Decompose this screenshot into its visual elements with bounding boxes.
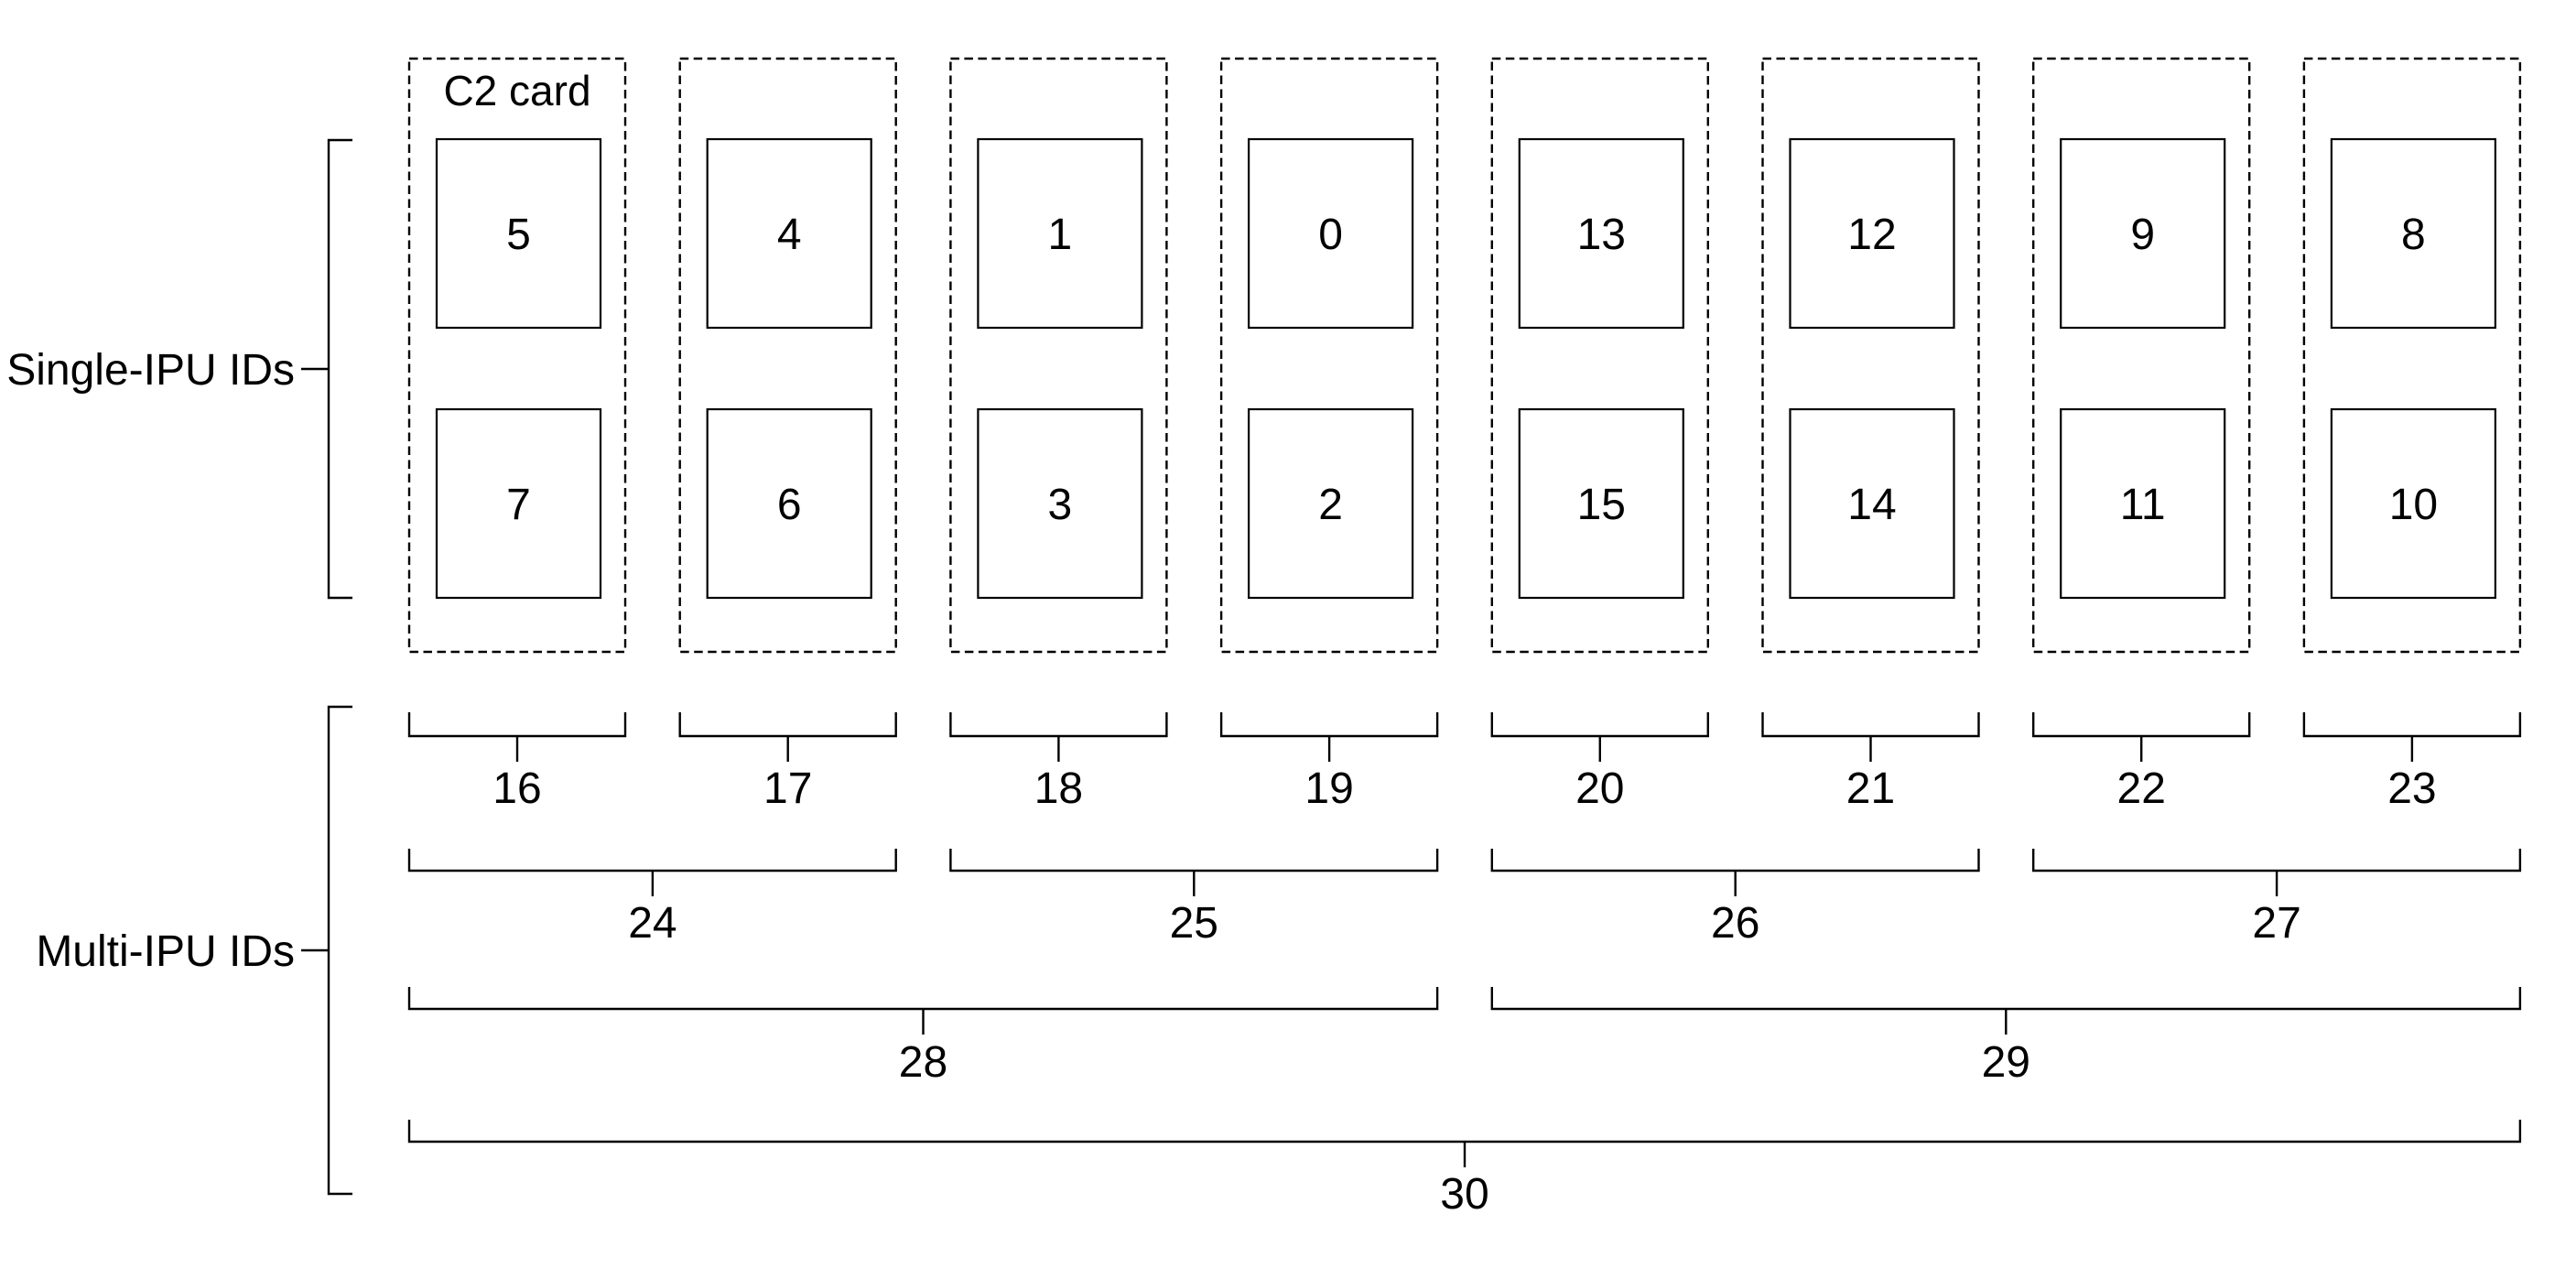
multi-ipu-group-bracket-28 <box>407 987 1439 1035</box>
c2-card-outline <box>1761 57 1980 654</box>
multi-ipu-group-bracket-19 <box>1219 712 1439 762</box>
multi-ipu-ids-label: Multi-IPU IDs <box>36 927 295 976</box>
c2-card-label: C2 card <box>443 67 590 114</box>
multi-ipu-group-bracket-17 <box>678 712 897 762</box>
multi-ipu-group-bracket-29 <box>1490 987 2522 1035</box>
multi-ipu-group-label: 27 <box>2252 899 2300 948</box>
multi-ipu-group-bracket-25 <box>949 849 1439 896</box>
multi-ipu-group-bracket-18 <box>949 712 1168 762</box>
ipu-box <box>2330 407 2496 600</box>
ipu-id-label: 7 <box>506 481 531 529</box>
c2-card-outline <box>2302 57 2522 654</box>
ipu-box <box>2330 137 2496 330</box>
multi-ipu-group-label: 28 <box>899 1038 947 1087</box>
ipu-box <box>977 407 1143 600</box>
multi-ipu-group-label: 25 <box>1170 899 1218 948</box>
ipu-id-label: 10 <box>2389 481 2438 529</box>
ipu-box <box>1247 407 1414 600</box>
multi-ipu-group-label: 16 <box>492 764 541 813</box>
c2-card-outline <box>2031 57 2251 654</box>
single-ipu-ids-label: Single-IPU IDs <box>6 346 295 395</box>
ipu-box <box>1789 407 1955 600</box>
c2-card-outline <box>678 57 897 654</box>
multi-ipu-group-label: 29 <box>1982 1038 2030 1087</box>
ipu-box <box>2060 407 2226 600</box>
multi-ipu-group-bracket-16 <box>407 712 627 762</box>
ipu-box <box>706 407 872 600</box>
c2-card-outline <box>1219 57 1439 654</box>
multi-ipu-ids-brace <box>327 705 352 1196</box>
multi-ipu-group-label: 23 <box>2387 764 2436 813</box>
ipu-id-label: 13 <box>1577 211 1626 259</box>
multi-ipu-group-bracket-22 <box>2032 712 2251 762</box>
ipu-id-label: 9 <box>2130 211 2155 259</box>
ipu-id-label: 1 <box>1048 211 1073 259</box>
ipu-id-label: 14 <box>1847 481 1896 529</box>
c2-card-outline <box>949 57 1168 654</box>
multi-ipu-group-bracket-20 <box>1490 712 1709 762</box>
multi-ipu-group-bracket-24 <box>407 849 897 896</box>
multi-ipu-group-bracket-23 <box>2302 712 2522 762</box>
multi-ipu-group-label: 30 <box>1440 1170 1488 1219</box>
ipu-box <box>435 137 602 330</box>
multi-ipu-group-label: 19 <box>1304 764 1353 813</box>
ipu-box <box>1518 137 1684 330</box>
multi-ipu-group-label: 18 <box>1034 764 1083 813</box>
ipu-id-label: 5 <box>506 211 531 259</box>
multi-ipu-group-label: 26 <box>1711 899 1759 948</box>
ipu-id-label: 4 <box>777 211 802 259</box>
multi-ipu-group-label: 20 <box>1575 764 1624 813</box>
ipu-id-label: 11 <box>2120 481 2166 529</box>
c2-card-outline <box>407 57 627 654</box>
ipu-box <box>435 407 602 600</box>
multi-ipu-group-label: 17 <box>763 764 812 813</box>
multi-ipu-group-label: 24 <box>628 899 676 948</box>
multi-ipu-group-bracket-27 <box>2032 849 2522 896</box>
ipu-box <box>706 137 872 330</box>
ipu-id-label: 8 <box>2401 211 2426 259</box>
ipu-id-label: 6 <box>777 481 802 529</box>
ipu-box <box>977 137 1143 330</box>
multi-ipu-group-bracket-30 <box>407 1120 2522 1167</box>
multi-ipu-group-bracket-26 <box>1490 849 1980 896</box>
multi-ipu-group-bracket-21 <box>1761 712 1980 762</box>
multi-ipu-group-label: 22 <box>2117 764 2166 813</box>
multi-ipu-group-label: 21 <box>1846 764 1895 813</box>
ipu-box <box>2060 137 2226 330</box>
ipu-id-label: 15 <box>1577 481 1626 529</box>
c2-card-outline <box>1490 57 1710 654</box>
ipu-id-label: 0 <box>1318 211 1343 259</box>
ipu-box <box>1789 137 1955 330</box>
ipu-box <box>1247 137 1414 330</box>
ipu-id-label: 2 <box>1318 481 1343 529</box>
ipu-box <box>1518 407 1684 600</box>
ipu-id-label: 12 <box>1847 211 1896 259</box>
ipu-id-label: 3 <box>1048 481 1073 529</box>
single-ipu-ids-brace <box>327 138 352 600</box>
